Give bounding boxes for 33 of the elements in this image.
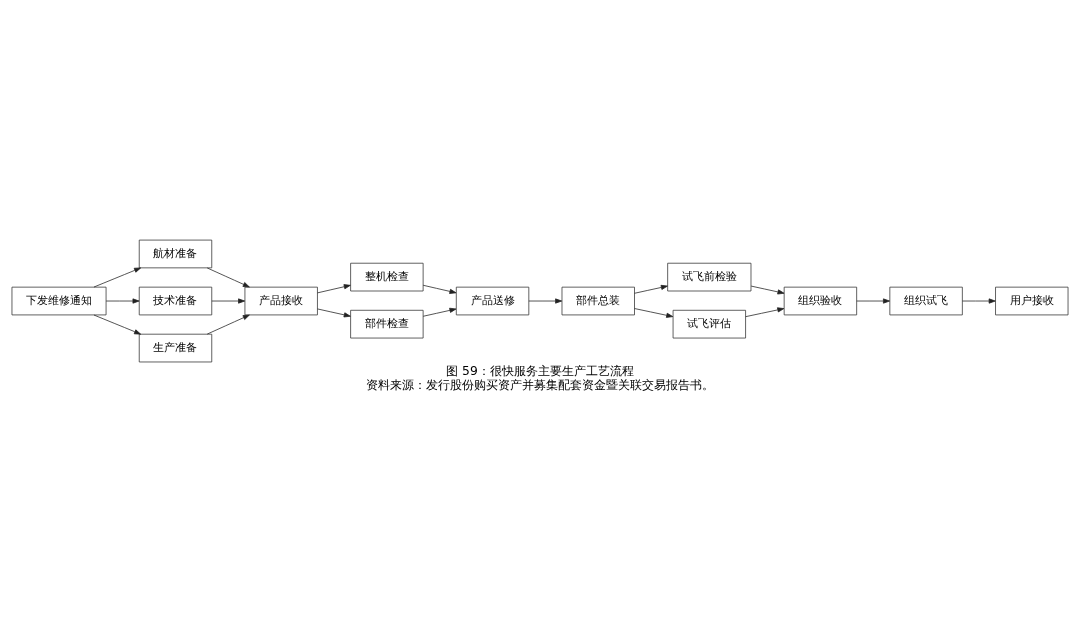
arrow (422, 307, 457, 317)
node-box: 生产准备 (138, 333, 213, 362)
arrow (206, 267, 250, 287)
node-box: 部件总装 (561, 286, 635, 315)
arrow (634, 307, 674, 318)
arrow (93, 267, 142, 287)
node-box: 组织验收 (783, 286, 858, 315)
node-box: 试飞前检验 (667, 262, 752, 291)
arrow (93, 314, 142, 335)
arrow (528, 298, 563, 304)
arrow (962, 298, 996, 304)
node-box: 整机检查 (350, 262, 424, 291)
arrow (206, 314, 250, 334)
node-box: 部件检查 (350, 309, 424, 338)
caption: 资料来源：发行股份购买资产并募集配套资金暨关联交易报告书。 (366, 377, 714, 392)
arrow (856, 298, 890, 304)
arrow (317, 308, 351, 317)
node-box: 试飞评估 (672, 309, 746, 338)
node-box: 组织试飞 (889, 286, 963, 315)
arrow (317, 283, 351, 293)
node-box: 产品送修 (455, 286, 530, 315)
node-box: 航材准备 (138, 239, 213, 268)
arrow (105, 298, 140, 304)
arrow (634, 284, 668, 294)
diagram-title: 图 59：很快服务主要生产工艺流程 (446, 363, 634, 378)
node-box: 技术准备 (138, 286, 213, 315)
arrow (211, 298, 246, 304)
arrow (750, 285, 785, 294)
arrow (745, 306, 785, 317)
node-box: 产品接收 (244, 286, 318, 315)
arrow (422, 284, 457, 294)
node-box: 用户接收 (995, 286, 1069, 315)
node-box: 下发维修通知 (11, 286, 107, 315)
